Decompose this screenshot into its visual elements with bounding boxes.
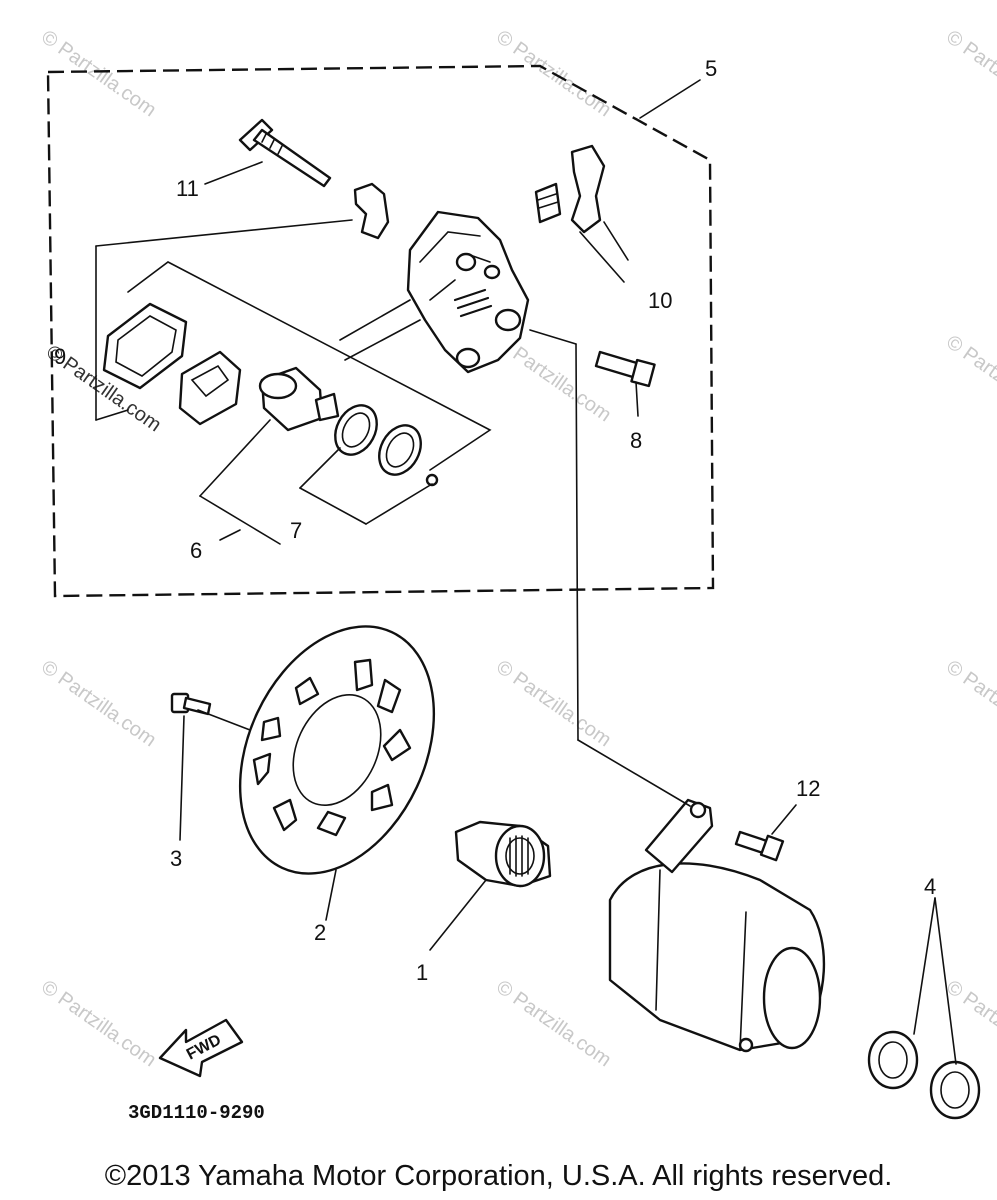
disc-bolt (170, 692, 212, 716)
callout-6: 6 (190, 538, 202, 563)
caliper-assembly-boundary (46, 64, 715, 598)
copyright-notice: ©2013 Yamaha Motor Corporation, U.S.A. A… (104, 1160, 893, 1192)
callout-11: 11 (176, 176, 199, 201)
caliper-piston (258, 366, 340, 432)
leader-lines (95, 79, 957, 1065)
watermark: © Partzilla.com (37, 976, 160, 1071)
callout-4: 4 (924, 874, 936, 899)
watermark: © Partzilla.com (37, 26, 160, 121)
parts-diagram: © Partzilla.com © Partzilla.com © Partzi… (37, 26, 997, 1124)
watermark: © Partzilla.com (37, 656, 160, 751)
watermark: © Partzilla.com (942, 331, 997, 426)
mount-bolt (734, 830, 785, 862)
callout-7: 7 (290, 518, 302, 543)
callout-5: 5 (705, 56, 717, 81)
nuts (867, 1030, 981, 1120)
fwd-arrow: FWD (158, 1018, 244, 1078)
slide-pin (238, 118, 332, 188)
watermark: © Partzilla.com (942, 656, 997, 751)
brake-pads (102, 302, 242, 426)
caliper-bolt (594, 350, 656, 388)
callout-10: 10 (648, 288, 672, 313)
pad-spring-clip (353, 182, 390, 240)
disc-hub (454, 820, 552, 888)
diagram-code: 3GD1110-9290 (128, 1102, 265, 1124)
watermark: © Partzilla.com (492, 656, 615, 751)
watermark: © Partzilla.com (942, 26, 997, 121)
caliper-body (406, 210, 530, 374)
callout-12: 12 (796, 776, 820, 801)
callout-9: 9 (54, 344, 66, 369)
caliper-bracket-shoe (570, 144, 606, 234)
callout-8: 8 (630, 428, 642, 453)
piston-seals (334, 404, 439, 487)
brake-disc (238, 625, 436, 875)
callout-3: 3 (170, 846, 182, 871)
motor-housing (608, 798, 826, 1053)
callout-2: 2 (314, 920, 326, 945)
watermark: © Partzilla.com (492, 976, 615, 1071)
bleed-screw (534, 182, 562, 224)
callout-1: 1 (416, 960, 428, 985)
